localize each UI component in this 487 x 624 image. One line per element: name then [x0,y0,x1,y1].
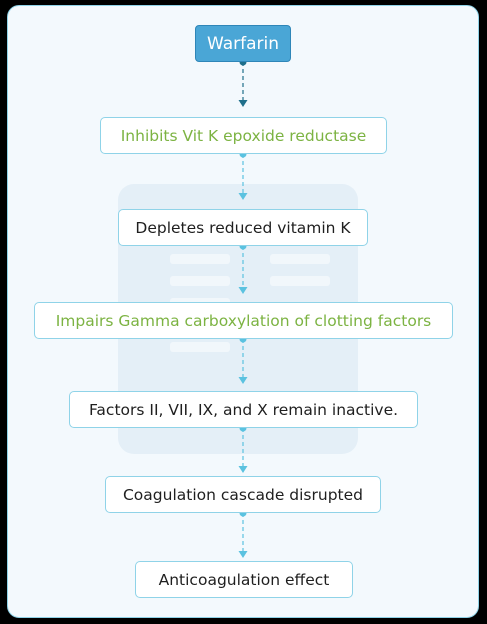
node-inhibits-vit-k-epoxide-reductase: Inhibits Vit K epoxide reductase [100,117,387,154]
node-coagulation-cascade-disrupted: Coagulation cascade disrupted [105,476,381,513]
edge-n2-n3 [238,242,248,294]
node-factors-inactive: Factors II, VII, IX, and X remain inacti… [69,391,418,428]
edge-n1-n2 [238,150,248,200]
edge-n0-n1 [238,58,248,107]
node-warfarin: Warfarin [195,25,291,62]
edge-n5-n6 [238,509,248,558]
edge-n3-n4 [238,335,248,384]
node-depletes-reduced-vitamin-k: Depletes reduced vitamin K [118,209,368,246]
node-impairs-gamma-carboxylation: Impairs Gamma carboxylation of clotting … [34,302,453,339]
edge-n4-n5 [238,424,248,473]
node-anticoagulation-effect: Anticoagulation effect [135,561,353,598]
